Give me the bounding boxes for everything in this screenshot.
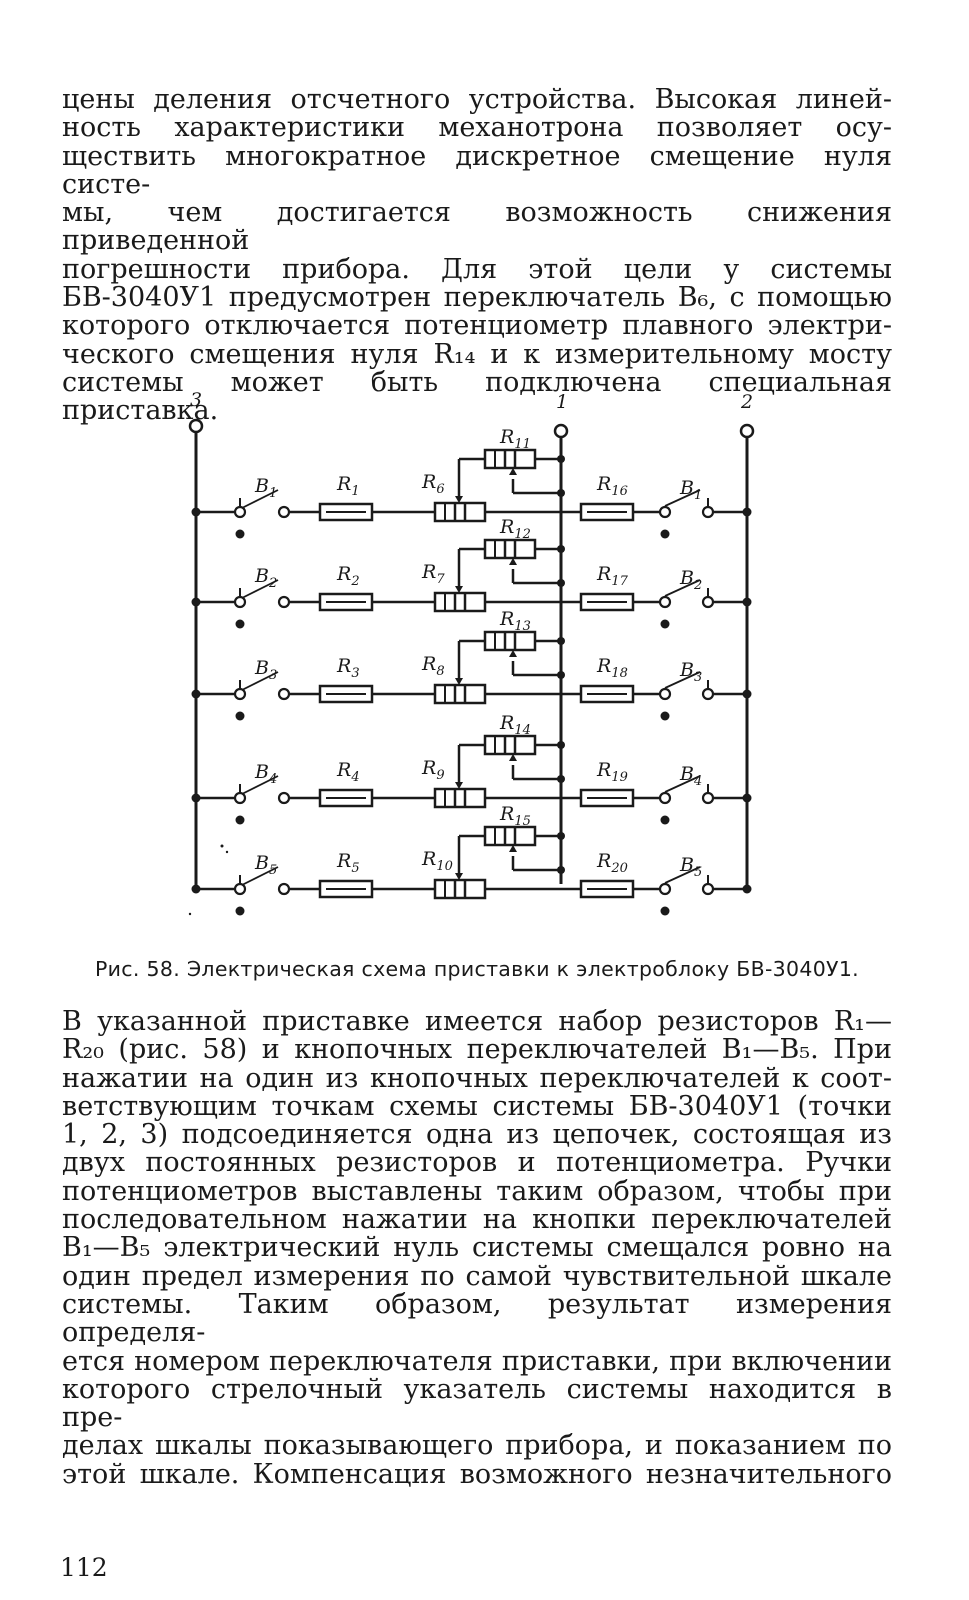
potentiometer-main — [433, 501, 487, 523]
resistor-right — [579, 502, 635, 522]
resistor-right-label: R18 — [596, 655, 628, 681]
text-line: цены деления отсчетного устройства. Высо… — [62, 84, 892, 115]
resistor-right — [579, 788, 635, 808]
switch-right-label: B3 — [679, 659, 702, 685]
resistor-right — [579, 592, 635, 612]
potentiometer-trim — [483, 630, 537, 652]
text-line: последовательном нажатии на кнопки перек… — [62, 1204, 892, 1236]
potentiometer-main — [433, 787, 487, 809]
potentiometer-trim — [483, 448, 537, 470]
potentiometer-trim-label: R15 — [499, 803, 531, 829]
potentiometer-main-label: R10 — [421, 848, 453, 874]
switch-right-label: B4 — [679, 763, 702, 789]
page-number: 112 — [60, 1553, 108, 1582]
figure-caption: Рис. 58. Электрическая схема приставки к… — [95, 957, 859, 981]
potentiometer-main — [433, 591, 487, 613]
resistor-left — [318, 592, 374, 612]
potentiometer-trim — [483, 825, 537, 847]
resistor-left-label: R1 — [336, 473, 360, 499]
switch-left-label: B1 — [254, 475, 277, 501]
text-line: ческого смещения нуля R₁₄ и к измеритель… — [62, 338, 892, 370]
text-line: этой шкале. Компенсация возможного незна… — [62, 1458, 892, 1490]
text-line: делах шкалы показывающего прибора, и пок… — [62, 1430, 892, 1462]
resistor-right-label: R17 — [596, 563, 629, 589]
text-line: потенциометров выставлены таким образом,… — [62, 1175, 892, 1207]
switch-right-label: B5 — [679, 854, 702, 880]
paragraph-top: цены деления отсчетного устройства. Высо… — [62, 84, 892, 427]
switch-left-label: B2 — [254, 565, 277, 591]
terminal-2: 2 — [739, 391, 755, 439]
potentiometer-trim — [483, 538, 537, 560]
potentiometer-main-label: R6 — [421, 471, 445, 497]
potentiometer-main-label: R7 — [421, 561, 445, 587]
text-line: B₁—B₅ электрический нуль системы смещалс… — [62, 1232, 892, 1264]
switch-left-label: B5 — [254, 852, 277, 878]
text-line: ществить многократное дискретное смещени… — [62, 140, 892, 200]
text-line: двух постоянных резисторов и потенциомет… — [62, 1147, 892, 1179]
text-line: ветствующим точкам схемы системы БВ-3040… — [62, 1090, 892, 1122]
potentiometer-trim-label: R14 — [499, 712, 531, 738]
text-line: БВ-3040У1 предусмотрен переключатель B₆,… — [62, 282, 892, 314]
text-line: один предел измерения по самой чувствите… — [62, 1260, 892, 1292]
terminal-3: 3 — [188, 389, 204, 434]
text-line: R₂₀ (рис. 58) и кнопочных переключателей… — [62, 1034, 892, 1066]
potentiometer-main — [433, 878, 487, 900]
resistor-right-label: R16 — [596, 473, 628, 499]
resistor-left-label: R4 — [336, 759, 360, 785]
text-line: ность характеристики механотрона позволя… — [62, 112, 892, 144]
potentiometer-trim-label: R12 — [499, 516, 531, 542]
text-line: В указанной приставке имеется набор рези… — [62, 1006, 892, 1037]
resistor-right-label: R19 — [596, 759, 628, 785]
resistor-left-label: R3 — [336, 655, 360, 681]
resistor-left-label: R5 — [336, 850, 360, 876]
text-line: мы, чем достигается возможность снижения… — [62, 197, 892, 257]
switch-left-label: B4 — [254, 761, 277, 787]
text-line: 1, 2, 3) подсоединяется одна из цепочек,… — [62, 1119, 892, 1151]
switch-right-label: B2 — [679, 567, 702, 593]
text-line: которого отключается потенциометр плавно… — [62, 310, 892, 342]
text-line: системы. Таким образом, результат измере… — [62, 1288, 892, 1349]
text-line: которого стрелочный указатель системы на… — [62, 1373, 892, 1434]
switch-right-label: B1 — [679, 477, 702, 503]
switch-left-label: B3 — [254, 657, 277, 683]
resistor-left-label: R2 — [336, 563, 360, 589]
terminal-3-label: 3 — [190, 389, 202, 411]
text-line: ется номером переключателя приставки, пр… — [62, 1345, 892, 1377]
terminal-1-label: 1 — [556, 391, 568, 413]
resistor-left — [318, 684, 374, 704]
potentiometer-trim-label: R11 — [499, 426, 531, 452]
potentiometer-trim-label: R13 — [499, 608, 531, 634]
terminal-2-label: 2 — [740, 391, 753, 413]
text-line: нажатии на один из кнопочных переключате… — [62, 1062, 892, 1094]
terminal-1: 1 — [553, 391, 569, 439]
potentiometer-trim — [483, 734, 537, 756]
resistor-right — [579, 879, 635, 899]
resistor-right-label: R20 — [596, 850, 628, 876]
potentiometer-main-label: R9 — [421, 757, 445, 783]
paragraph-bottom: В указанной приставке имеется набор рези… — [62, 1006, 892, 1490]
potentiometer-main — [433, 683, 487, 705]
text-line: системы может быть подключена специальна… — [62, 366, 892, 427]
text-line: погрешности прибора. Для этой цели у сис… — [62, 253, 892, 285]
resistor-left — [318, 788, 374, 808]
potentiometer-main-label: R8 — [421, 653, 445, 679]
resistor-left — [318, 879, 374, 899]
resistor-right — [579, 684, 635, 704]
resistor-left — [318, 502, 374, 522]
